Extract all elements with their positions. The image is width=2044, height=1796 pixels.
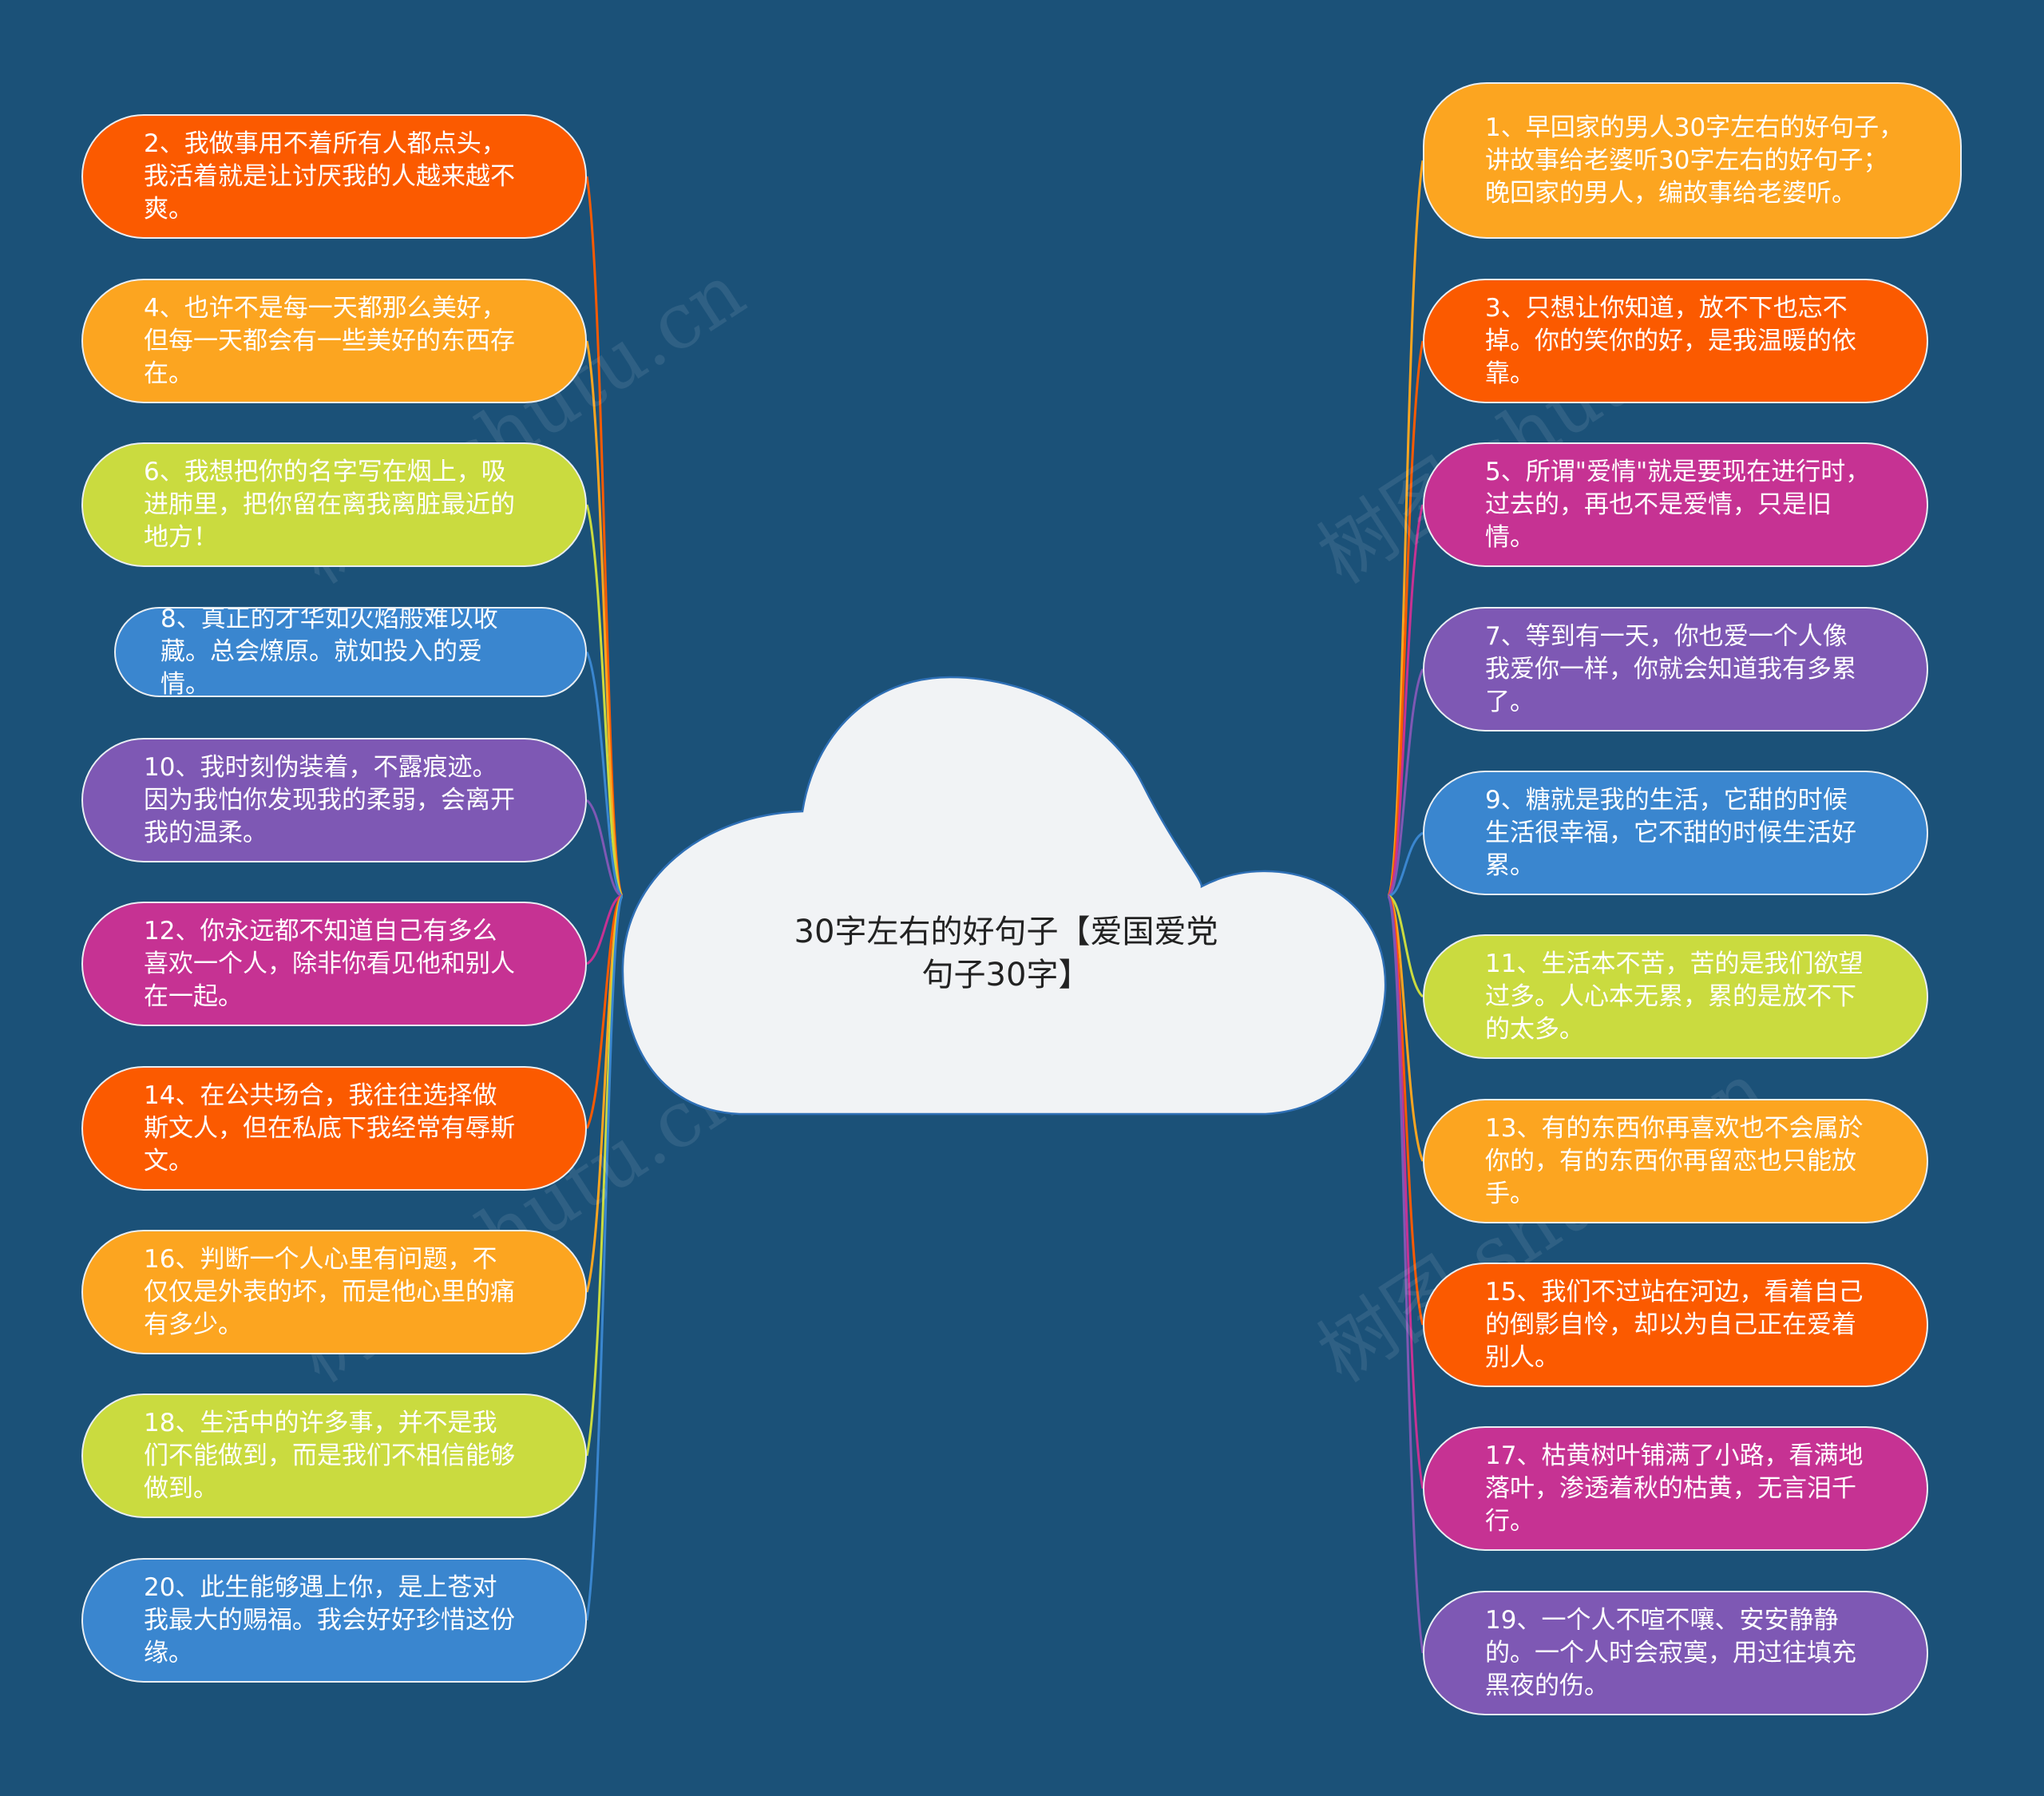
right-connector-6 bbox=[1387, 894, 1424, 998]
right-branch-text-10: 19、一个人不喧不嚷、安安静静的。一个人时会寂寞，用过往填充黑夜的伤。 bbox=[1485, 1605, 1856, 1700]
right-connector-9 bbox=[1386, 894, 1424, 1489]
right-branch-text-7: 13、有的东西你再喜欢也不会属於你的，有的东西你再留恋也只能放手。 bbox=[1485, 1113, 1864, 1208]
left-connector-9 bbox=[585, 894, 624, 1457]
left-branch-text-4: 8、真正的才华如火焰般难以收藏。总会燎原。就如投入的爱情。 bbox=[160, 607, 498, 697]
right-branch-node-3[interactable]: 5、所谓"爱情"就是要现在进行时，过去的，再也不是爱情，只是旧情。 bbox=[1423, 442, 1928, 567]
left-branch-node-2[interactable]: 4、也许不是每一天都那么美好，但每一天都会有一些美好的东西存在。 bbox=[81, 279, 587, 403]
right-connector-4 bbox=[1387, 668, 1424, 898]
left-branch-node-8[interactable]: 16、判断一个人心里有问题，不仅仅是外表的坏，而是他心里的痛有多少。 bbox=[81, 1230, 587, 1354]
right-connector-3 bbox=[1386, 504, 1424, 898]
right-connector-5 bbox=[1387, 831, 1424, 898]
right-branch-node-1[interactable]: 1、早回家的男人30字左右的好句子，讲故事给老婆听30字左右的好句子；晚回家的男… bbox=[1423, 82, 1962, 239]
right-branch-text-2: 3、只想让你知道，放不下也忘不掉。你的笑你的好，是我温暖的依靠。 bbox=[1485, 293, 1856, 388]
left-connector-4 bbox=[585, 651, 624, 898]
left-branch-text-10: 20、此生能够遇上你，是上苍对我最大的赐福。我会好好珍惜这份缘。 bbox=[144, 1572, 515, 1667]
left-branch-node-7[interactable]: 14、在公共场合，我往往选择做斯文人，但在私底下我经常有辱斯文。 bbox=[81, 1066, 587, 1191]
left-branch-node-5[interactable]: 10、我时刻伪装着，不露痕迹。因为我怕你发现我的柔弱，会离开我的温柔。 bbox=[81, 738, 587, 862]
right-branch-node-7[interactable]: 13、有的东西你再喜欢也不会属於你的，有的东西你再留恋也只能放手。 bbox=[1423, 1099, 1928, 1223]
right-branch-text-1: 1、早回家的男人30字左右的好句子，讲故事给老婆听30字左右的好句子；晚回家的男… bbox=[1485, 113, 1904, 208]
right-branch-node-2[interactable]: 3、只想让你知道，放不下也忘不掉。你的笑你的好，是我温暖的依靠。 bbox=[1423, 279, 1928, 403]
right-branch-node-4[interactable]: 7、等到有一天，你也爱一个人像我爱你一样，你就会知道我有多累了。 bbox=[1423, 607, 1928, 731]
left-branch-node-3[interactable]: 6、我想把你的名字写在烟上，吸进肺里，把你留在离我离脏最近的地方！ bbox=[81, 442, 587, 567]
right-branch-text-3: 5、所谓"爱情"就是要现在进行时，过去的，再也不是爱情，只是旧情。 bbox=[1485, 457, 1871, 552]
right-branch-text-8: 15、我们不过站在河边，看着自己的倒影自怜，却以为自己正在爱着别人。 bbox=[1485, 1277, 1864, 1372]
right-branch-text-6: 11、生活本不苦，苦的是我们欲望过多。人心本无累，累的是放不下的太多。 bbox=[1485, 949, 1864, 1044]
left-branch-text-1: 2、我做事用不着所有人都点头，我活着就是让讨厌我的人越来越不爽。 bbox=[144, 129, 515, 224]
left-branch-node-1[interactable]: 2、我做事用不着所有人都点头，我活着就是让讨厌我的人越来越不爽。 bbox=[81, 114, 587, 239]
left-branch-node-6[interactable]: 12、你永远都不知道自己有多么喜欢一个人，除非你看见他和别人在一起。 bbox=[81, 902, 587, 1026]
right-connector-10 bbox=[1386, 894, 1424, 1654]
left-connector-5 bbox=[585, 799, 624, 898]
right-branch-text-5: 9、糖就是我的生活，它甜的时候生活很幸福，它不甜的时候生活好累。 bbox=[1485, 785, 1856, 880]
left-branch-node-9[interactable]: 18、生活中的许多事，并不是我们不能做到，而是我们不相信能够做到。 bbox=[81, 1394, 587, 1518]
right-branch-node-8[interactable]: 15、我们不过站在河边，看着自己的倒影自怜，却以为自己正在爱着别人。 bbox=[1423, 1263, 1928, 1387]
left-branch-text-2: 4、也许不是每一天都那么美好，但每一天都会有一些美好的东西存在。 bbox=[144, 293, 515, 388]
left-branch-text-6: 12、你永远都不知道自己有多么喜欢一个人，除非你看见他和别人在一起。 bbox=[144, 916, 515, 1011]
right-branch-node-6[interactable]: 11、生活本不苦，苦的是我们欲望过多。人心本无累，累的是放不下的太多。 bbox=[1423, 934, 1928, 1059]
right-branch-node-9[interactable]: 17、枯黄树叶铺满了小路，看满地落叶，渗透着秋的枯黄，无言泪千行。 bbox=[1423, 1426, 1928, 1551]
right-branch-node-10[interactable]: 19、一个人不喧不嚷、安安静静的。一个人时会寂寞，用过往填充黑夜的伤。 bbox=[1423, 1591, 1928, 1715]
left-connector-3 bbox=[585, 504, 624, 898]
central-topic-title[interactable]: 30字左右的好句子【爱国爱党句子30字】 bbox=[794, 914, 1218, 993]
left-connector-10 bbox=[585, 894, 624, 1621]
left-connector-6 bbox=[586, 894, 624, 965]
right-branch-text-9: 17、枯黄树叶铺满了小路，看满地落叶，渗透着秋的枯黄，无言泪千行。 bbox=[1485, 1441, 1864, 1536]
left-connector-2 bbox=[585, 340, 624, 898]
left-branch-text-8: 16、判断一个人心里有问题，不仅仅是外表的坏，而是他心里的痛有多少。 bbox=[144, 1244, 515, 1339]
right-branch-text-4: 7、等到有一天，你也爱一个人像我爱你一样，你就会知道我有多累了。 bbox=[1485, 621, 1856, 716]
right-branch-node-5[interactable]: 9、糖就是我的生活，它甜的时候生活很幸福，它不甜的时候生活好累。 bbox=[1423, 771, 1928, 895]
left-branch-text-7: 14、在公共场合，我往往选择做斯文人，但在私底下我经常有辱斯文。 bbox=[144, 1080, 515, 1176]
left-branch-text-5: 10、我时刻伪装着，不露痕迹。因为我怕你发现我的柔弱，会离开我的温柔。 bbox=[144, 752, 515, 847]
left-branch-text-3: 6、我想把你的名字写在烟上，吸进肺里，把你留在离我离脏最近的地方！ bbox=[144, 457, 515, 552]
right-connector-2 bbox=[1386, 340, 1424, 898]
left-branch-text-9: 18、生活中的许多事，并不是我们不能做到，而是我们不相信能够做到。 bbox=[144, 1408, 515, 1503]
left-branch-node-10[interactable]: 20、此生能够遇上你，是上苍对我最大的赐福。我会好好珍惜这份缘。 bbox=[81, 1558, 587, 1683]
left-branch-node-4[interactable]: 8、真正的才华如火焰般难以收藏。总会燎原。就如投入的爱情。 bbox=[114, 607, 587, 697]
